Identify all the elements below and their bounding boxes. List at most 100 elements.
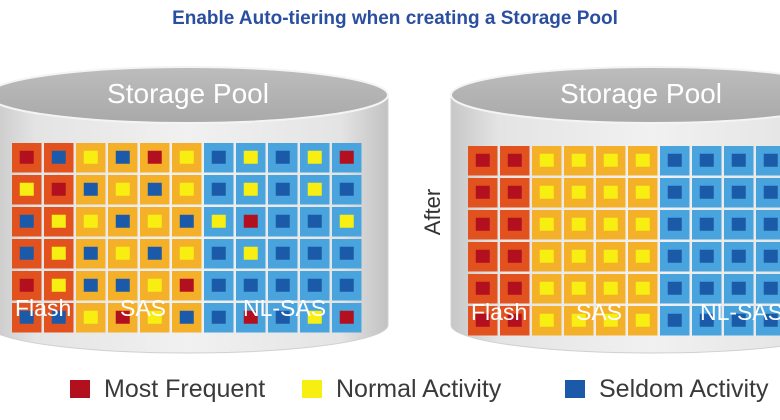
data-block-normal-activity: [571, 185, 586, 199]
data-block-normal-activity: [339, 214, 354, 228]
data-block-most-frequent: [179, 278, 194, 292]
data-block-most-frequent: [507, 249, 522, 263]
legend-swatch-most-frequent: [70, 380, 90, 398]
pool-after-tier-flash: Flash: [471, 299, 527, 325]
legend-swatch-seldom-activity: [565, 380, 585, 398]
data-block-seldom-activity: [307, 214, 322, 228]
legend-label-normal-activity: Normal Activity: [336, 374, 502, 403]
data-block-normal-activity: [307, 182, 322, 196]
data-block-seldom-activity: [731, 281, 746, 295]
data-block-seldom-activity: [763, 153, 778, 167]
pool-after-tier-nlsas: NL-SAS: [700, 299, 780, 325]
pool-after-grid: [468, 146, 780, 336]
data-block-seldom-activity: [211, 278, 226, 292]
pool-after: Storage Pool Flash SAS NL-SAS: [450, 66, 780, 354]
data-block-seldom-activity: [667, 153, 682, 167]
data-block-seldom-activity: [211, 182, 226, 196]
data-block-seldom-activity: [763, 249, 778, 263]
data-block-normal-activity: [147, 278, 162, 292]
data-block-seldom-activity: [763, 281, 778, 295]
pool-after-title: Storage Pool: [560, 78, 722, 109]
data-block-most-frequent: [475, 185, 490, 199]
data-block-most-frequent: [115, 310, 130, 324]
data-block-normal-activity: [179, 246, 194, 260]
data-block-most-frequent: [19, 278, 34, 292]
data-block-normal-activity: [571, 153, 586, 167]
data-block-normal-activity: [603, 249, 618, 263]
data-block-seldom-activity: [699, 153, 714, 167]
data-block-normal-activity: [635, 217, 650, 231]
data-block-seldom-activity: [339, 246, 354, 260]
data-block-seldom-activity: [115, 214, 130, 228]
data-block-seldom-activity: [699, 249, 714, 263]
data-block-normal-activity: [179, 182, 194, 196]
data-block-seldom-activity: [731, 153, 746, 167]
data-block-normal-activity: [147, 310, 162, 324]
data-block-seldom-activity: [699, 313, 714, 327]
data-block-seldom-activity: [211, 246, 226, 260]
data-block-normal-activity: [603, 281, 618, 295]
data-block-seldom-activity: [763, 217, 778, 231]
data-block-seldom-activity: [667, 185, 682, 199]
data-block-normal-activity: [307, 310, 322, 324]
data-block-most-frequent: [19, 150, 34, 164]
data-block-most-frequent: [507, 217, 522, 231]
data-block-normal-activity: [603, 185, 618, 199]
data-block-seldom-activity: [83, 278, 98, 292]
data-block-seldom-activity: [339, 278, 354, 292]
data-block-normal-activity: [635, 153, 650, 167]
data-block-most-frequent: [507, 313, 522, 327]
data-block-normal-activity: [539, 249, 554, 263]
data-block-normal-activity: [635, 249, 650, 263]
data-block-seldom-activity: [731, 313, 746, 327]
data-block-normal-activity: [115, 182, 130, 196]
data-block-most-frequent: [243, 214, 258, 228]
data-block-seldom-activity: [339, 182, 354, 196]
data-block-most-frequent: [339, 150, 354, 164]
data-block-seldom-activity: [179, 310, 194, 324]
pool-before: Storage Pool Flash SAS NL-SAS: [0, 66, 389, 354]
legend-label-seldom-activity: Seldom Activity: [599, 374, 769, 403]
data-block-seldom-activity: [667, 249, 682, 263]
data-block-seldom-activity: [731, 185, 746, 199]
data-block-normal-activity: [571, 313, 586, 327]
data-block-seldom-activity: [731, 249, 746, 263]
data-block-normal-activity: [147, 214, 162, 228]
legend-seldom-activity: Seldom Activity: [565, 374, 769, 404]
data-block-seldom-activity: [211, 310, 226, 324]
data-block-normal-activity: [83, 310, 98, 324]
data-block-most-frequent: [243, 310, 258, 324]
pool-before-tier-flash: Flash: [15, 295, 71, 321]
data-block-seldom-activity: [275, 182, 290, 196]
data-block-seldom-activity: [667, 313, 682, 327]
after-label: After: [420, 189, 445, 235]
data-block-normal-activity: [603, 217, 618, 231]
data-block-normal-activity: [571, 217, 586, 231]
data-block-normal-activity: [539, 313, 554, 327]
data-block-seldom-activity: [699, 217, 714, 231]
data-block-seldom-activity: [275, 246, 290, 260]
data-block-normal-activity: [571, 249, 586, 263]
data-block-seldom-activity: [243, 278, 258, 292]
data-block-normal-activity: [51, 214, 66, 228]
pool-before-tier-sas: SAS: [120, 295, 166, 321]
pool-before-title: Storage Pool: [107, 78, 269, 109]
data-block-normal-activity: [635, 281, 650, 295]
data-block-seldom-activity: [83, 246, 98, 260]
data-block-normal-activity: [211, 214, 226, 228]
data-block-seldom-activity: [307, 278, 322, 292]
data-block-seldom-activity: [275, 310, 290, 324]
data-block-seldom-activity: [51, 310, 66, 324]
data-block-most-frequent: [475, 313, 490, 327]
data-block-seldom-activity: [19, 214, 34, 228]
data-block-normal-activity: [603, 153, 618, 167]
storage-pool-diagram: Storage Pool Flash SAS NL-SAS After Stor…: [0, 66, 780, 354]
data-block-normal-activity: [243, 246, 258, 260]
legend-normal-activity: Normal Activity: [302, 374, 501, 404]
pool-before-tier-nlsas: NL-SAS: [243, 295, 326, 321]
data-block-seldom-activity: [699, 281, 714, 295]
data-block-seldom-activity: [115, 150, 130, 164]
data-block-normal-activity: [19, 182, 34, 196]
data-block-most-frequent: [507, 185, 522, 199]
data-block-most-frequent: [507, 281, 522, 295]
